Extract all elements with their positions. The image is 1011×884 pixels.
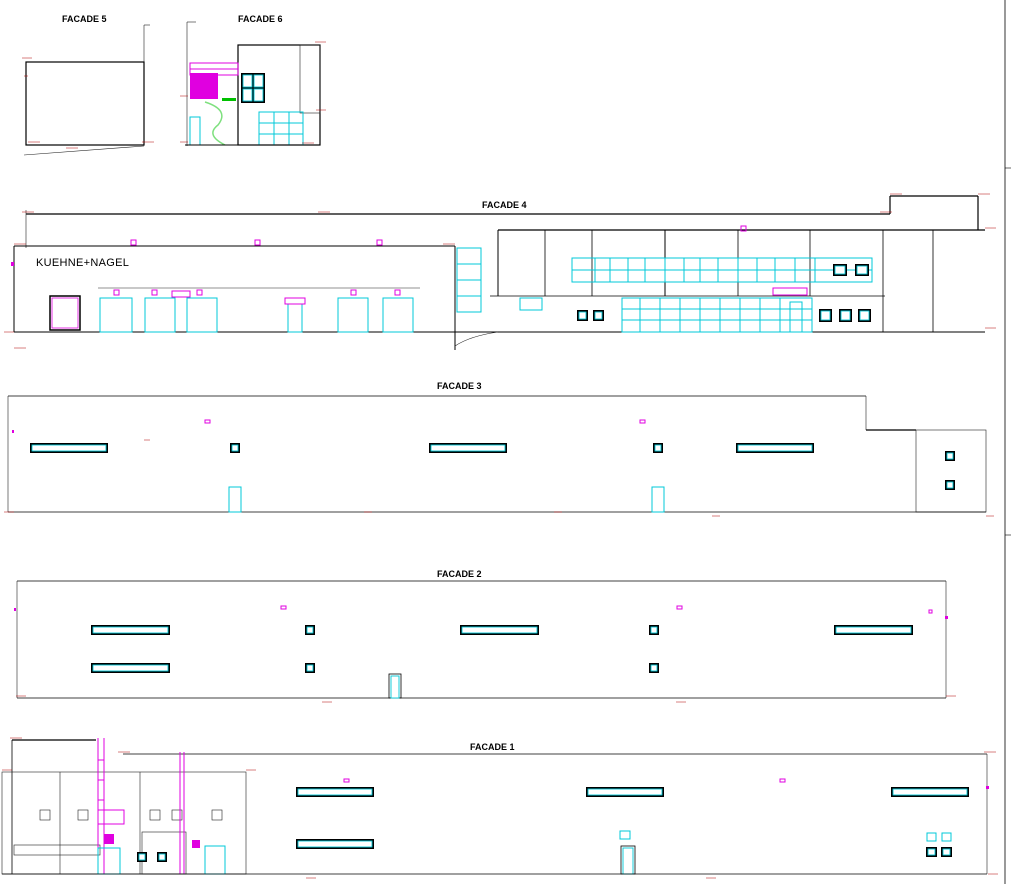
facade-3: FACADE 3 — [7, 381, 987, 513]
facade-2-title: FACADE 2 — [437, 569, 482, 579]
facade-1: FACADE 1 — [1, 737, 996, 875]
facade-1-title: FACADE 1 — [470, 742, 515, 752]
facade-4: FACADE 4 KUEHNE+NAGEL — [4, 193, 996, 350]
facade-6: FACADE 6 — [180, 14, 326, 146]
facade-4-title: FACADE 4 — [482, 200, 527, 210]
facade-5-title: FACADE 5 — [62, 14, 107, 24]
facade-6-title: FACADE 6 — [238, 14, 283, 24]
brand-sign: KUEHNE+NAGEL — [36, 257, 129, 269]
facade-2: FACADE 2 — [14, 569, 948, 699]
facade-5: FACADE 5 — [22, 14, 154, 156]
level-markers — [4, 439, 998, 879]
facade-3-title: FACADE 3 — [437, 381, 482, 391]
